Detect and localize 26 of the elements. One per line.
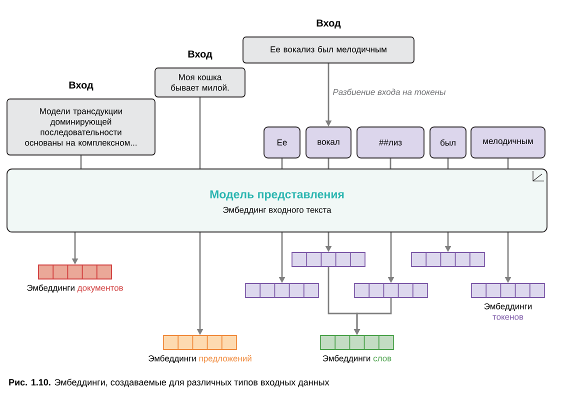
embedding-vector [292, 252, 366, 267]
input-box: Модели трансдукции доминирующей последовательности основаны на комплексном... [6, 98, 156, 156]
edge-label: Разбиение входа на токены [332, 88, 446, 95]
token-box: был [430, 126, 466, 158]
embedding-vector [163, 335, 237, 350]
input-box: Ее вокализ был мелодичным [242, 36, 414, 64]
token-box: мелодичным [470, 126, 546, 158]
embedding-vector [354, 283, 428, 298]
embedding-vector [320, 335, 394, 350]
embedding-vector [471, 283, 545, 298]
embedding-vector [245, 283, 319, 298]
vector-caption: Эмбеддинги документов [27, 284, 123, 293]
vector-caption: Эмбеддинги токенов [484, 303, 532, 320]
heading: Вход [69, 82, 94, 90]
token-box: ##лиз [356, 126, 424, 158]
heading: Вход [316, 20, 341, 28]
caption: Рис. 1.10. Эмбеддинги, создаваемые для различных типов входных данных [9, 378, 330, 388]
token-box: Ее [264, 126, 300, 158]
embedding-vector [411, 252, 485, 267]
token-box: вокал [306, 126, 352, 158]
embedding-vector [38, 264, 112, 280]
vector-caption: Эмбеддинги предложений [148, 355, 252, 364]
input-box: Моя кошка бывает милой. [154, 68, 246, 98]
vector-caption: Эмбеддинги слов [322, 355, 392, 363]
model-box: Модель представления Эмбеддинг входного текста [6, 168, 548, 232]
heading: Вход [188, 50, 212, 60]
